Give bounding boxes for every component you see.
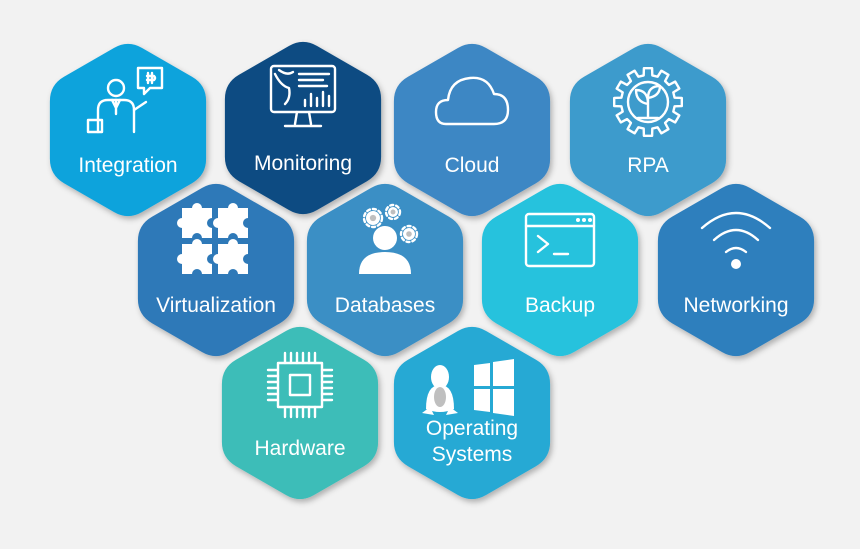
- hex-shape: [393, 326, 551, 500]
- hex-label: Backup: [525, 294, 595, 317]
- hex-rpa: RPA: [569, 43, 727, 217]
- hex-databases: Databases: [306, 183, 464, 357]
- hex-label: Hardware: [254, 437, 345, 460]
- hex-monitoring: Monitoring: [224, 41, 382, 215]
- linux-windows-icon: [422, 359, 514, 416]
- hex-label: Monitoring: [254, 152, 352, 175]
- puzzle-icon: [177, 203, 248, 274]
- hex-shape: [393, 43, 551, 217]
- gear-plant-icon: [613, 67, 683, 137]
- hex-shape: [49, 43, 207, 217]
- hex-shape: [137, 183, 295, 357]
- hex-shape: [569, 43, 727, 217]
- hex-label: Systems: [432, 443, 513, 466]
- hex-label: RPA: [627, 154, 669, 177]
- hex-shape: [224, 41, 382, 215]
- hex-label: Operating: [426, 417, 518, 440]
- hex-label: Integration: [78, 154, 177, 177]
- hex-label: Databases: [335, 294, 435, 317]
- user-gears-icon: [359, 203, 419, 274]
- chip-icon: [266, 351, 334, 419]
- presenter-icon: [86, 66, 164, 134]
- monitor-icon: [269, 64, 337, 128]
- hex-cloud: Cloud: [393, 43, 551, 217]
- hex-networking: Networking: [657, 183, 815, 357]
- hex-backup: Backup: [481, 183, 639, 357]
- wifi-icon: [700, 211, 772, 269]
- hex-shape: [481, 183, 639, 357]
- hex-label: Cloud: [445, 154, 500, 177]
- terminal-window-icon: [524, 212, 596, 268]
- hex-shape: [221, 326, 379, 500]
- hex-label: Virtualization: [156, 294, 276, 317]
- hex-integration: Integration: [49, 43, 207, 217]
- hex-virtualization: Virtualization: [137, 183, 295, 357]
- hex-shape: [657, 183, 815, 357]
- hex-label: Networking: [683, 294, 788, 317]
- cloud-icon: [434, 76, 510, 126]
- hex-hardware: Hardware: [221, 326, 379, 500]
